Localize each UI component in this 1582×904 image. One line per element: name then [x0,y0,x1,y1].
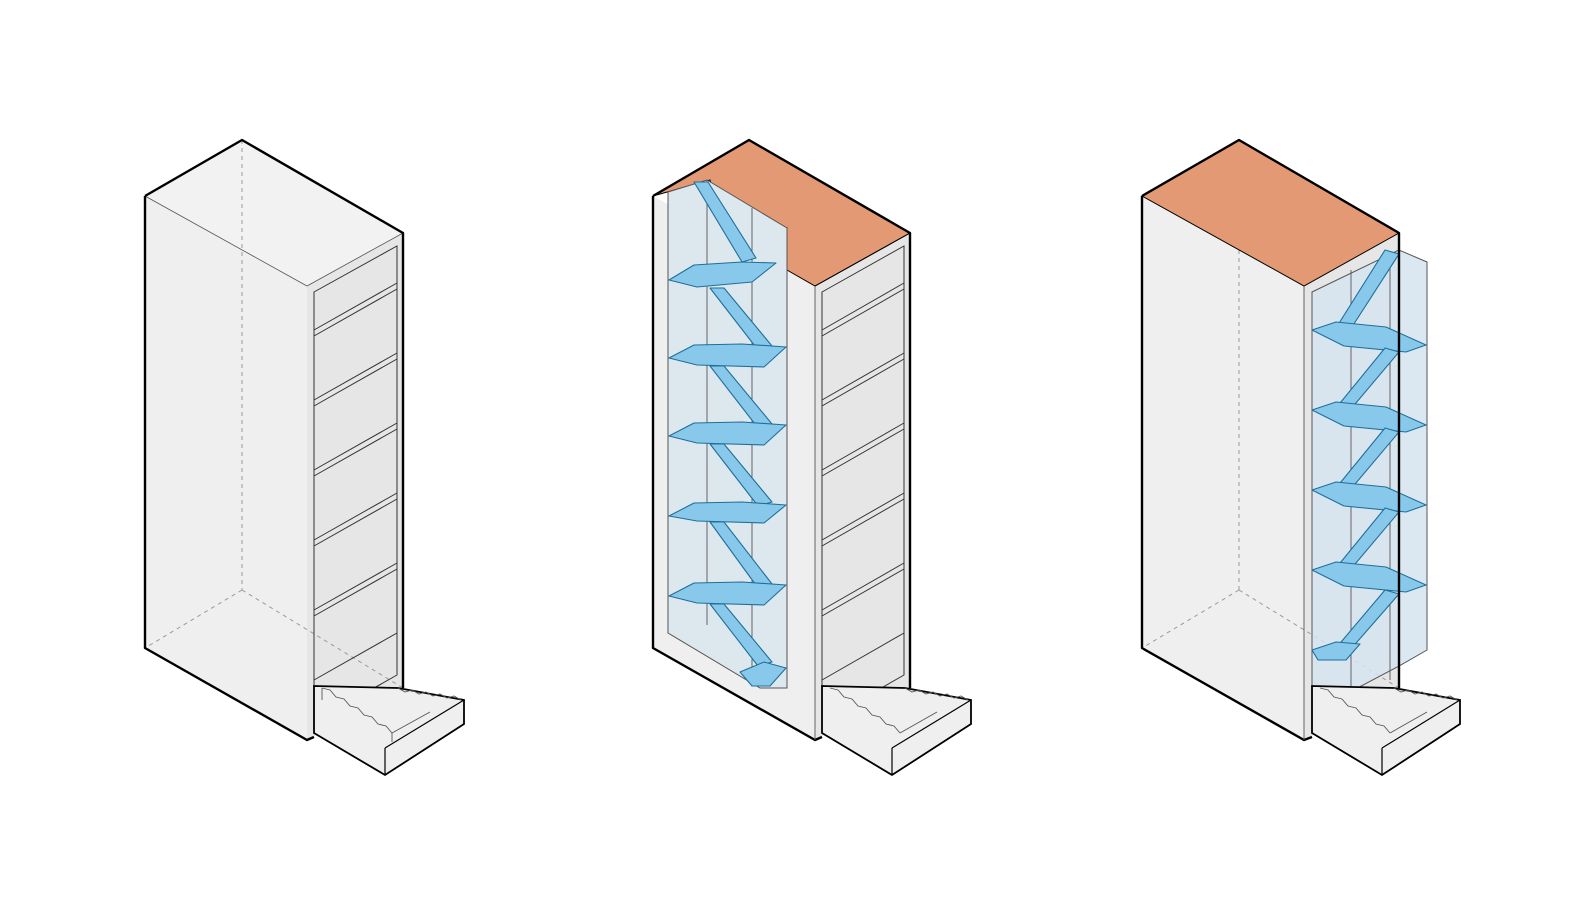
balcony-frame [313,245,398,723]
panel-tower-internal-stair [651,138,972,777]
tower-outline [144,138,405,688]
stair-shaft-glass [1311,249,1428,713]
balcony-frame [821,245,905,723]
hidden-edges [144,140,404,689]
entrance-stair-block [821,685,972,777]
inner-edges [144,195,404,287]
tower-right-face [815,233,910,740]
tower-left-face [145,196,307,740]
panel-tower-solid [143,138,465,777]
entrance-stair-block [313,685,465,777]
internal-stair [668,181,787,687]
hidden-edges [1141,250,1400,689]
tower-right-face [307,233,403,740]
panel-tower-external-stair [1140,138,1461,777]
entrance-stair-block [1311,685,1461,777]
tower-top-face [145,140,403,286]
tower-left-face [1142,196,1304,740]
external-stair [1311,249,1427,661]
